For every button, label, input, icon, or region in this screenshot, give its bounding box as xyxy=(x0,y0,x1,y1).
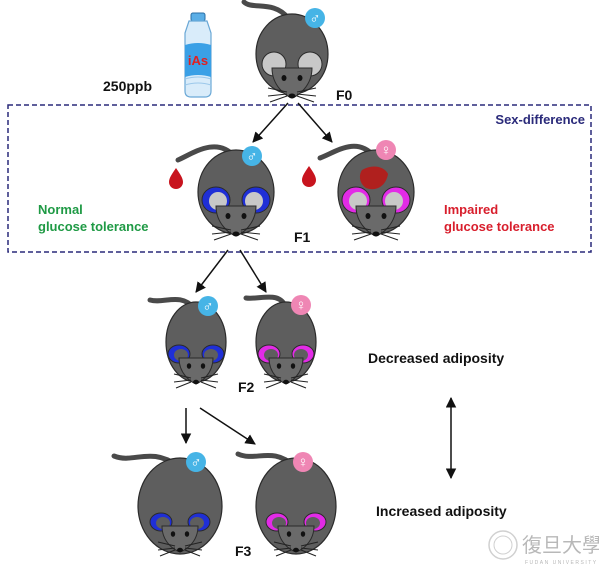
blood-drop-icon xyxy=(302,166,316,187)
bottle-icon xyxy=(184,12,212,98)
svg-text:♂: ♂ xyxy=(202,298,213,315)
svg-text:♀: ♀ xyxy=(297,454,308,471)
f1-female-badge: ♀ xyxy=(376,140,396,160)
f3-male-badge: ♂ xyxy=(186,452,206,472)
blood-drop-icon xyxy=(169,168,183,189)
f2-female-badge: ♀ xyxy=(291,295,311,315)
dose-label: 250ppb xyxy=(103,78,152,94)
svg-text:♂: ♂ xyxy=(246,148,257,165)
f1-female-phenotype-line2: glucose tolerance xyxy=(444,219,555,234)
f1-male-mouse xyxy=(175,144,275,241)
watermark-chinese: 復旦大學 xyxy=(522,533,599,557)
f3-female-mouse xyxy=(235,451,337,557)
gen-label-f0: F0 xyxy=(336,87,353,103)
f0-male-badge: ♂ xyxy=(305,8,325,28)
arrow-f0-f1-male xyxy=(252,102,289,143)
f2-phenotype: Decreased adiposity xyxy=(368,350,504,366)
watermark-text: FUDAN UNIVERSITY xyxy=(525,560,598,566)
svg-text:♀: ♀ xyxy=(295,297,306,314)
gen-label-f3: F3 xyxy=(235,543,252,559)
f1-male-badge: ♂ xyxy=(242,146,262,166)
f3-male-mouse xyxy=(111,453,223,557)
f1-male-phenotype-line2: glucose tolerance xyxy=(38,219,149,234)
f1-female-phenotype-line1: Impaired xyxy=(444,202,498,217)
f3-phenotype: Increased adiposity xyxy=(376,503,507,519)
f2-female-mouse xyxy=(243,294,317,389)
f1-female-mouse xyxy=(317,143,415,241)
fudan-logo xyxy=(488,530,518,560)
f2-male-mouse xyxy=(147,296,227,389)
box-title: Sex-difference xyxy=(495,112,585,127)
f1-male-phenotype-line1: Normal xyxy=(38,202,83,217)
arrow-f1-f2-male xyxy=(195,249,229,293)
f0-male-mouse xyxy=(241,0,329,103)
f2-male-badge: ♂ xyxy=(198,296,218,316)
svg-text:♀: ♀ xyxy=(380,142,391,159)
svg-text:♂: ♂ xyxy=(190,454,201,471)
gen-label-f2: F2 xyxy=(238,379,255,395)
bottle-label: iAs xyxy=(188,53,208,68)
arrow-f1-f2-female xyxy=(239,249,267,293)
arrow-f2-f3-female xyxy=(199,407,256,445)
arrow-f0-f1-female xyxy=(297,102,333,143)
f3-female-badge: ♀ xyxy=(293,452,313,472)
svg-text:♂: ♂ xyxy=(309,10,320,27)
gen-label-f1: F1 xyxy=(294,229,311,245)
liver-icon xyxy=(359,166,388,190)
